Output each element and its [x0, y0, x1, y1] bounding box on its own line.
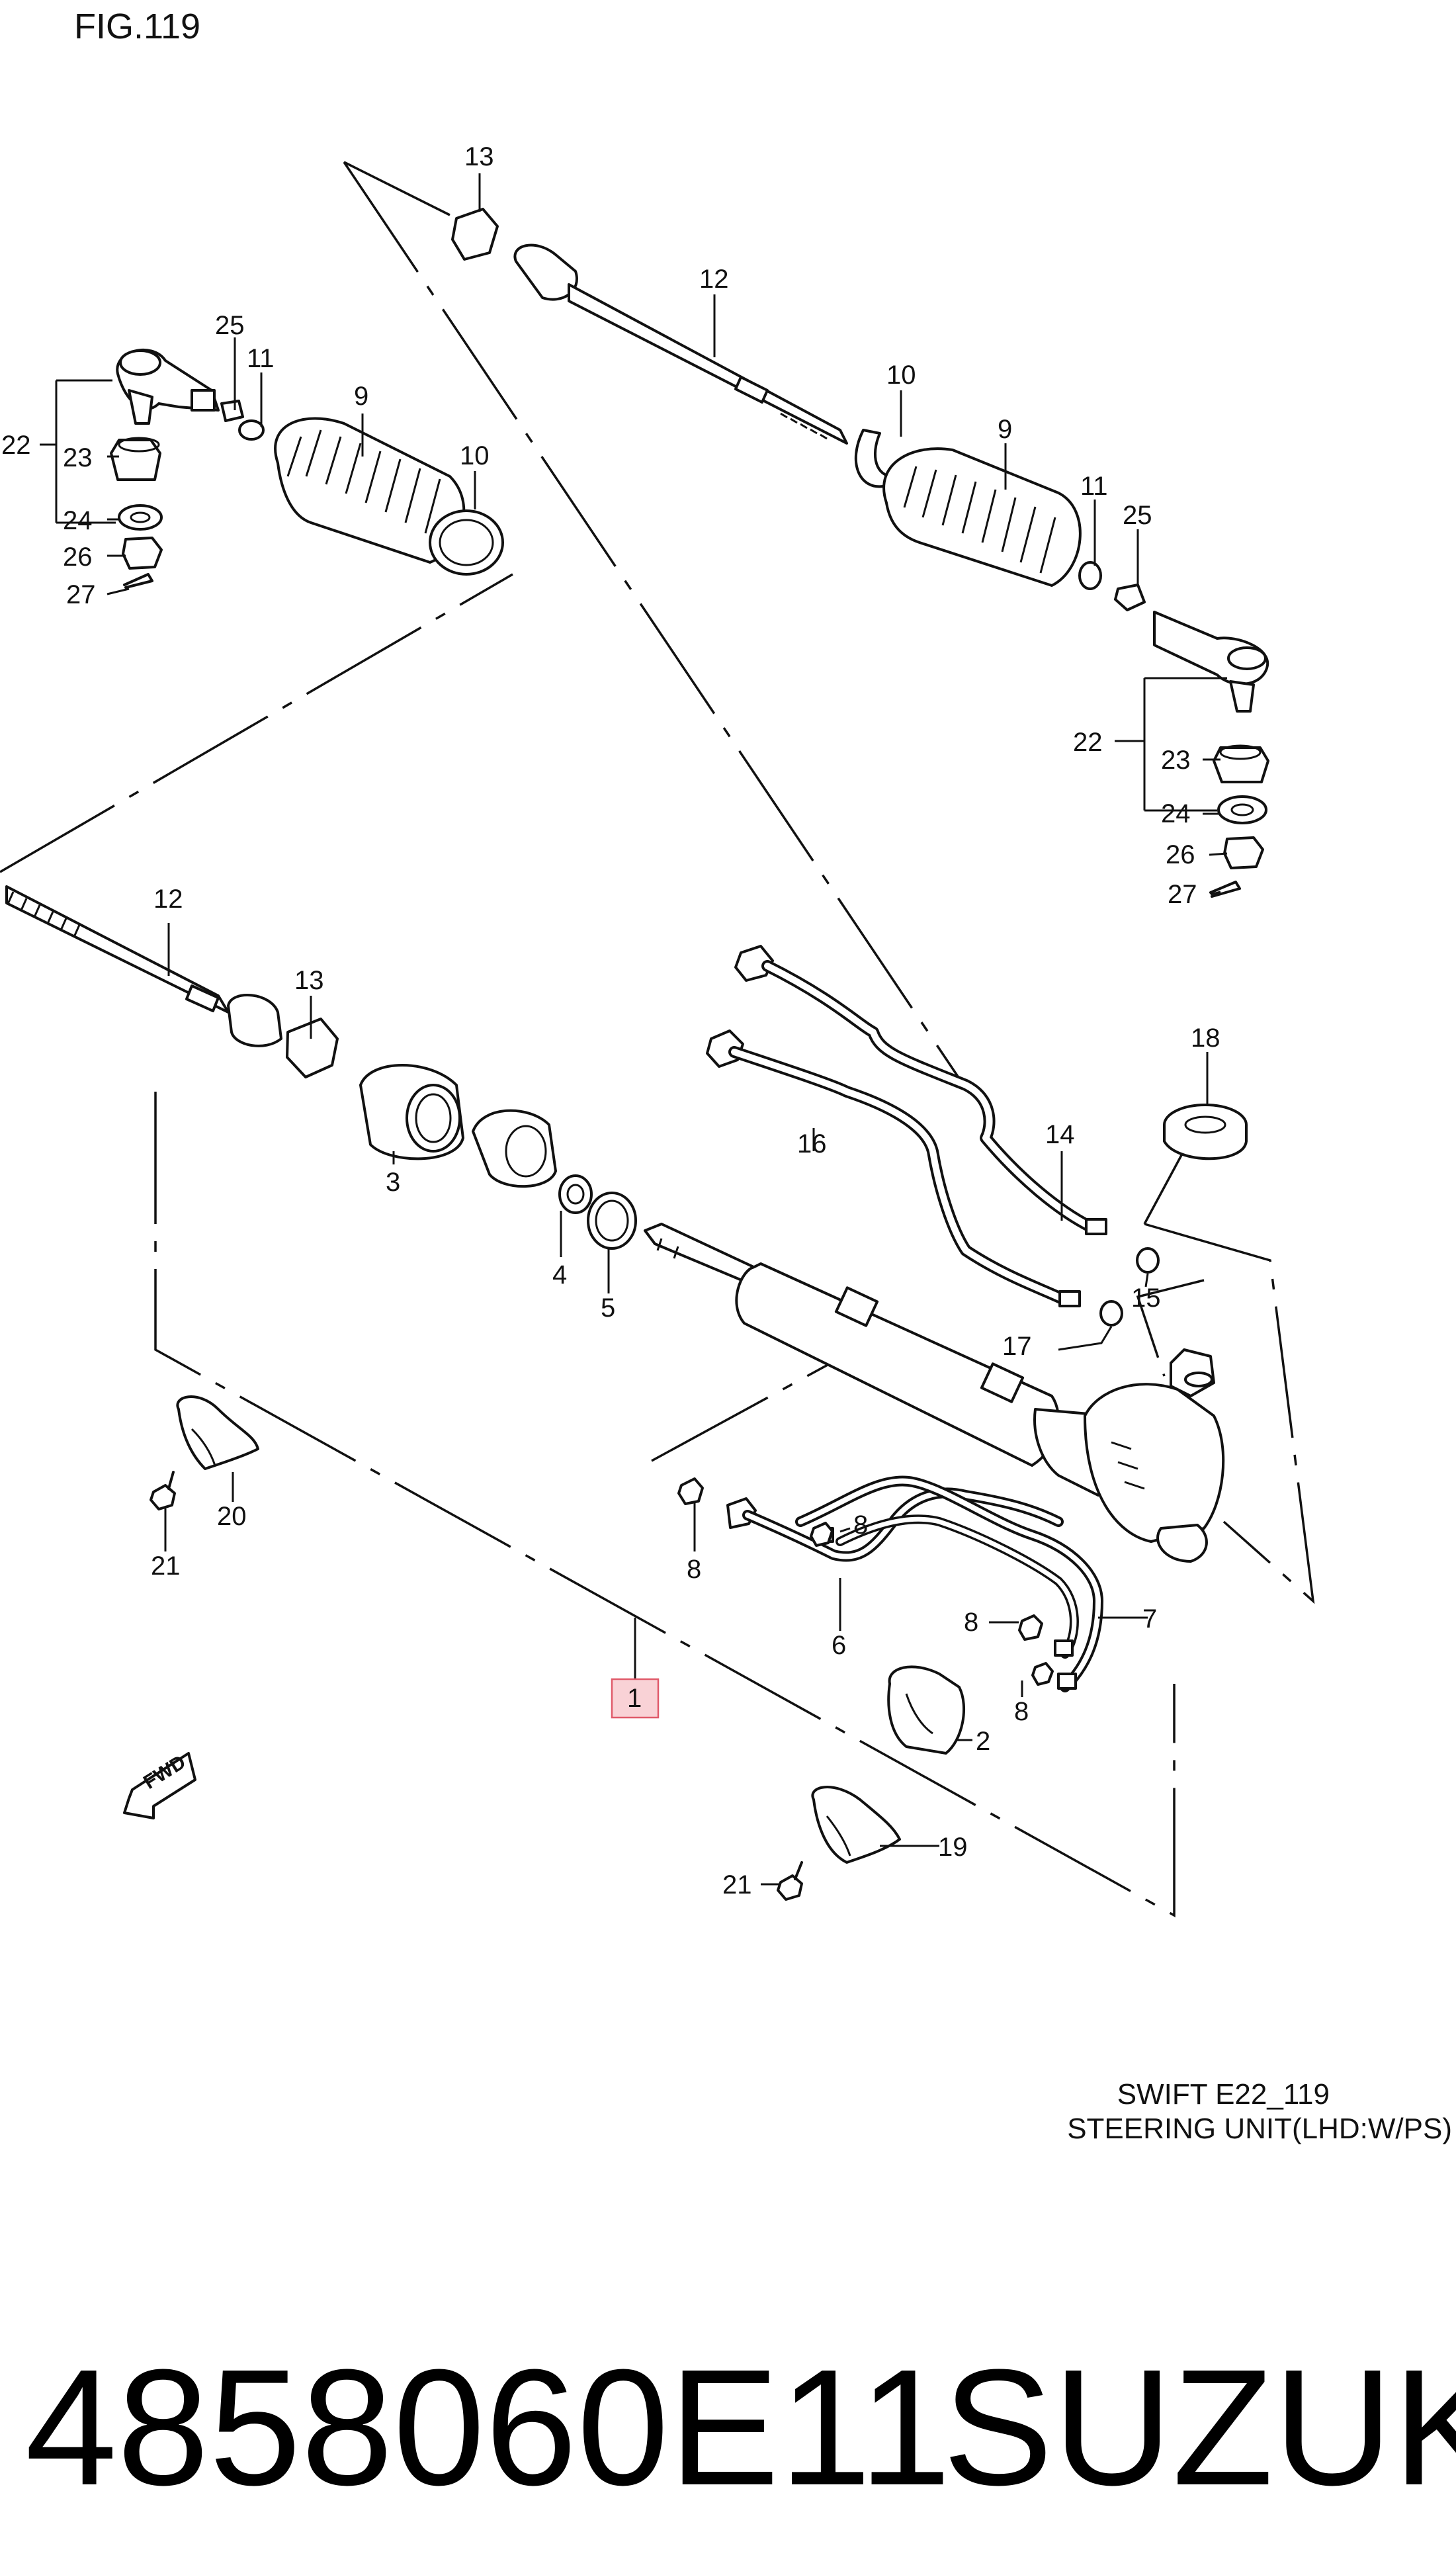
callout-8-lower: 8 [1014, 1697, 1029, 1726]
clamp-10-left [429, 509, 504, 576]
callout-3: 3 [386, 1168, 400, 1197]
callout-25-upper-right: 25 [1123, 501, 1152, 530]
callout-labels: 13 12 10 9 11 25 22 23 24 26 27 9 10 11 … [1, 142, 1220, 1899]
callout-24-left: 24 [63, 506, 93, 535]
castle-nut-26-left [122, 537, 163, 570]
callout-22-right: 22 [1073, 728, 1103, 757]
bolt-8-mid [1018, 1614, 1043, 1641]
bolt-8-pipe [810, 1522, 834, 1547]
callout-8-mid: 8 [964, 1608, 978, 1637]
footer-part-number: 4858060E11 [25, 2335, 951, 2519]
callout-21-left: 21 [151, 1551, 181, 1581]
cotter-pin-27-left [123, 573, 153, 589]
nut-23-right [1213, 744, 1269, 783]
pipe-7 [795, 1475, 1103, 1692]
callout-6: 6 [832, 1631, 846, 1660]
grommet-2 [887, 1665, 965, 1755]
bolt-8-upper [677, 1477, 704, 1505]
callout-26-right: 26 [1166, 840, 1195, 869]
callout-17: 17 [1002, 1332, 1032, 1361]
callout-12-upper: 12 [699, 265, 729, 294]
callout-5: 5 [601, 1293, 615, 1323]
callout-9-upper-right: 9 [998, 415, 1012, 444]
o-ring-5 [587, 1192, 637, 1250]
inner-tie-rod-12-left [5, 885, 282, 1047]
gear-housing-1 [644, 1223, 1225, 1563]
callout-9-left: 9 [354, 382, 368, 411]
callout-16: 16 [797, 1129, 827, 1158]
nut-25-right [1114, 584, 1146, 611]
bracket-20 [176, 1395, 259, 1470]
callout-13-upper: 13 [464, 142, 494, 171]
caption-model: SWIFT E22_119 [1117, 2078, 1330, 2111]
nut-23-left [110, 437, 161, 481]
pipe-16 [706, 1029, 1081, 1307]
bracket-19 [811, 1786, 901, 1864]
pipe-14 [734, 945, 1107, 1235]
callout-27-right: 27 [1168, 880, 1197, 909]
callout-11-upper-right: 11 [1080, 472, 1108, 501]
callout-22-left: 22 [1, 431, 31, 460]
tie-rod-end-right [1153, 611, 1269, 713]
callout-8-pipe: 8 [853, 1510, 868, 1540]
bolt-8-lower [1031, 1662, 1054, 1686]
bushing-3 [359, 1064, 464, 1160]
callout-18: 18 [1191, 1024, 1220, 1053]
callout-1-highlight [611, 1678, 660, 1719]
callout-23-left: 23 [63, 443, 93, 472]
callout-27-left: 27 [66, 580, 96, 609]
callout-10-left: 10 [460, 441, 490, 470]
callout-21-right: 21 [722, 1870, 752, 1899]
callout-14: 14 [1045, 1120, 1075, 1149]
figure-title: FIG.119 [74, 7, 200, 46]
callout-13-left: 13 [294, 966, 324, 995]
callout-20: 20 [217, 1502, 247, 1531]
boot-9-right [882, 447, 1082, 587]
callout-2: 2 [976, 1727, 990, 1756]
callout-11-left: 11 [247, 344, 275, 373]
callout-24-right: 24 [1161, 799, 1191, 828]
callout-19: 19 [938, 1833, 968, 1862]
cap-18 [1163, 1104, 1248, 1160]
washer-24-right [1217, 795, 1267, 824]
callout-8-left: 8 [687, 1555, 701, 1584]
leader-lines [40, 173, 1228, 1886]
assembly-frame-lines [0, 161, 1315, 1917]
callout-7: 7 [1142, 1604, 1157, 1634]
callout-25-left: 25 [215, 311, 245, 340]
callout-4: 4 [552, 1260, 567, 1289]
callout-15: 15 [1131, 1284, 1161, 1313]
caption-assembly: STEERING UNIT(LHD:W/PS) [1067, 2113, 1452, 2145]
callout-10-upper: 10 [886, 361, 916, 390]
fwd-arrow-icon: FWD [123, 1751, 196, 1819]
bolt-21-left [150, 1471, 176, 1510]
callout-23-right: 23 [1161, 746, 1191, 775]
tie-rod-end-left [116, 349, 265, 441]
callout-26-left: 26 [63, 543, 93, 572]
washer-24-left [118, 504, 163, 531]
footer-brand: SUZUKI [943, 2335, 1456, 2519]
callout-12-left: 12 [153, 885, 183, 914]
nut-17 [1099, 1300, 1123, 1327]
inner-tie-rod-12-right [451, 208, 848, 445]
callout-1: 1 [627, 1684, 642, 1713]
castle-nut-26-right [1223, 836, 1264, 869]
clamp-11-right [1078, 561, 1102, 590]
rack-bushing-4 [472, 1109, 593, 1214]
nut-15 [1136, 1247, 1160, 1274]
cotter-pin-27-right [1209, 881, 1241, 898]
bolt-21-right [777, 1861, 803, 1901]
rack-end-13-left [286, 1018, 339, 1078]
